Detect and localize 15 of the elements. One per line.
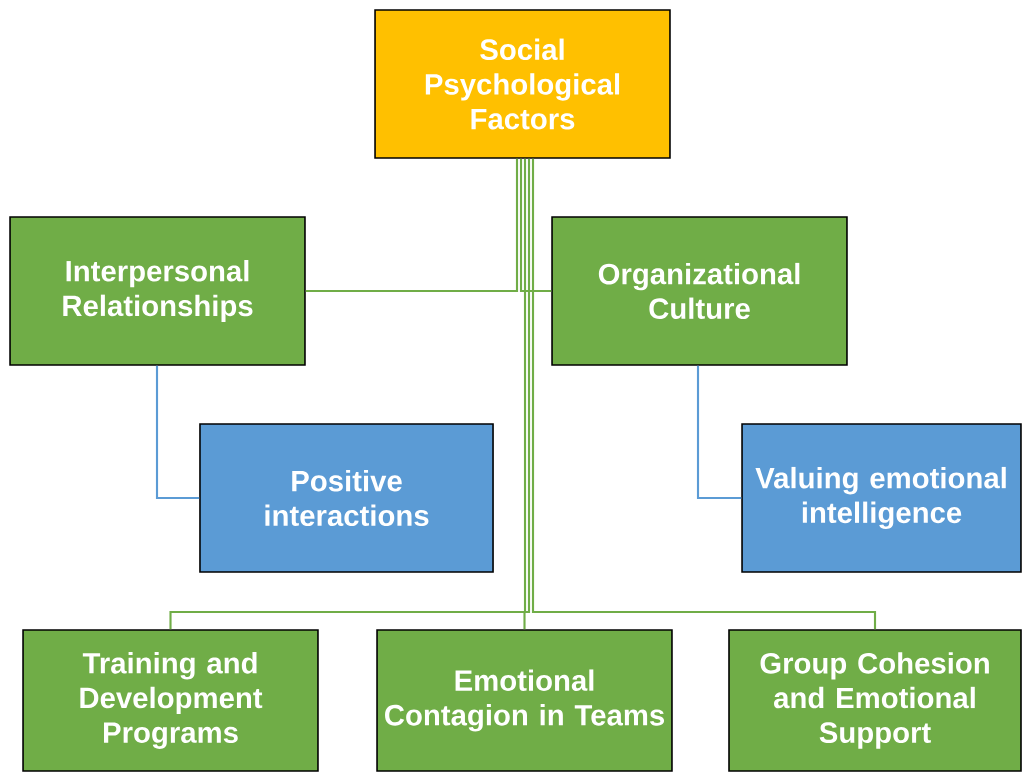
box: Interpersonal Relationships xyxy=(9,216,306,366)
box: Group Cohesion and Emotional Support xyxy=(728,629,1022,772)
connector-line xyxy=(169,158,527,630)
connector-line xyxy=(531,158,877,630)
box: Training and Development Programs xyxy=(22,629,319,772)
connector-line xyxy=(519,158,552,293)
box: Positive interactions xyxy=(199,423,494,573)
box: Social Psychological Factors xyxy=(374,9,671,159)
box: Valuing emotional intelligence xyxy=(741,423,1022,573)
connector-line xyxy=(523,158,531,630)
connector-line xyxy=(696,365,742,500)
connector-line xyxy=(305,158,519,293)
box: Organizational Culture xyxy=(551,216,848,366)
connector-line xyxy=(155,365,200,500)
box: Emotional Contagion in Teams xyxy=(376,629,673,772)
